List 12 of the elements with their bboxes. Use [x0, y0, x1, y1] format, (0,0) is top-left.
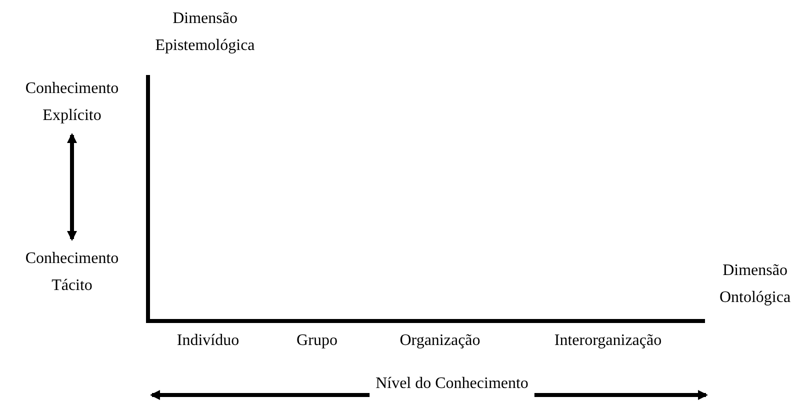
arrow: [150, 390, 370, 400]
level-label: Interorganização: [554, 331, 662, 351]
level-label: Grupo: [296, 331, 338, 351]
level-label: Indivíduo: [176, 331, 240, 351]
level-label: Organização: [400, 331, 480, 351]
arrow: [534, 390, 708, 400]
axis-caption: Conhecimento Explícito: [7, 75, 137, 129]
arrow: [67, 133, 77, 241]
axis-caption: Conhecimento Tácito: [12, 245, 132, 299]
dimension-label: Dimensão Ontológica: [718, 261, 792, 308]
dimension-label: Dimensão Epistemológica: [154, 9, 256, 56]
axis-caption: Nível do Conhecimento: [376, 370, 528, 397]
